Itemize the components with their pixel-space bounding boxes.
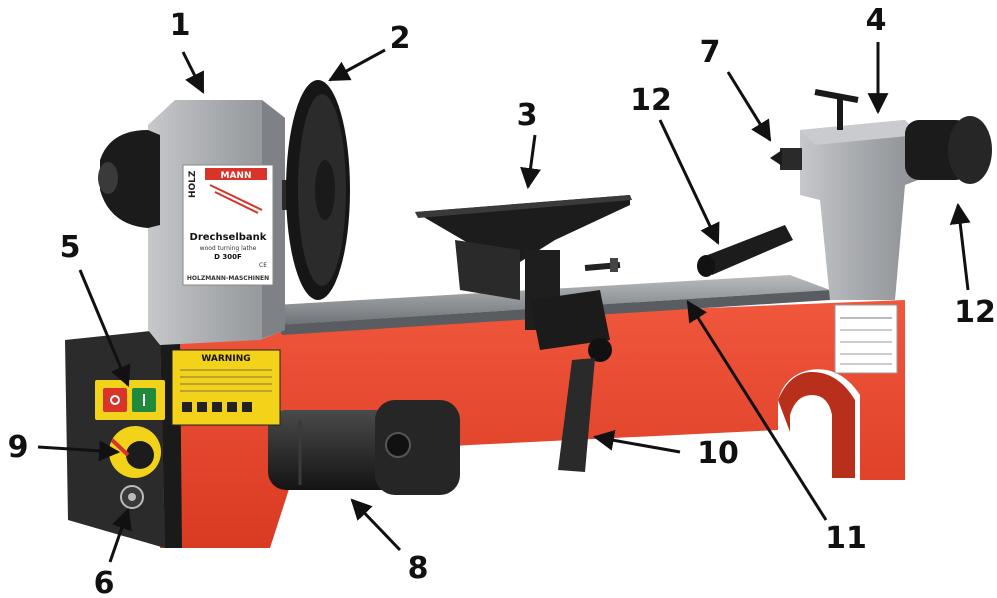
warning-label-title: WARNING [201, 354, 250, 364]
tailstock [770, 89, 992, 300]
callouts: 1 2 3 4 5 6 7 8 9 10 11 12 12 [8, 3, 996, 598]
control-box [65, 330, 182, 548]
callout-8: 8 [408, 551, 429, 586]
callout-3: 3 [517, 98, 538, 133]
callout-10: 10 [697, 436, 739, 471]
tailstock-lock-lever [697, 225, 793, 277]
callout-4: 4 [866, 3, 887, 38]
callout-7: 7 [700, 35, 721, 70]
headstock: HOLZ MANN Drechselbank wood turning lath… [98, 100, 285, 345]
warning-label: WARNING [171, 349, 281, 426]
headstock-brand-left: HOLZ [188, 170, 198, 198]
headstock-ce: CE [259, 262, 267, 269]
banjo [530, 290, 612, 472]
headstock-footer: HOLZMANN-MASCHINEN [187, 275, 269, 282]
tech-data-plate [834, 304, 898, 374]
callout-9: 9 [8, 430, 29, 465]
headstock-model: D 300F [214, 253, 242, 261]
callout-1: 1 [170, 8, 191, 43]
headstock-brand-right: MANN [221, 171, 252, 181]
callout-6: 6 [94, 566, 115, 598]
callout-2: 2 [390, 21, 411, 56]
callout-12-b: 12 [954, 295, 996, 330]
callout-5: 5 [60, 230, 81, 265]
motor [268, 400, 460, 495]
headstock-title: Drechselbank [190, 232, 267, 243]
hand-wheel [282, 80, 350, 300]
stop-switch [103, 388, 127, 412]
tool-rest [415, 195, 632, 330]
callout-11: 11 [825, 521, 867, 556]
callout-12-a: 12 [630, 83, 672, 118]
headstock-subtitle: wood turning lathe [200, 245, 257, 252]
